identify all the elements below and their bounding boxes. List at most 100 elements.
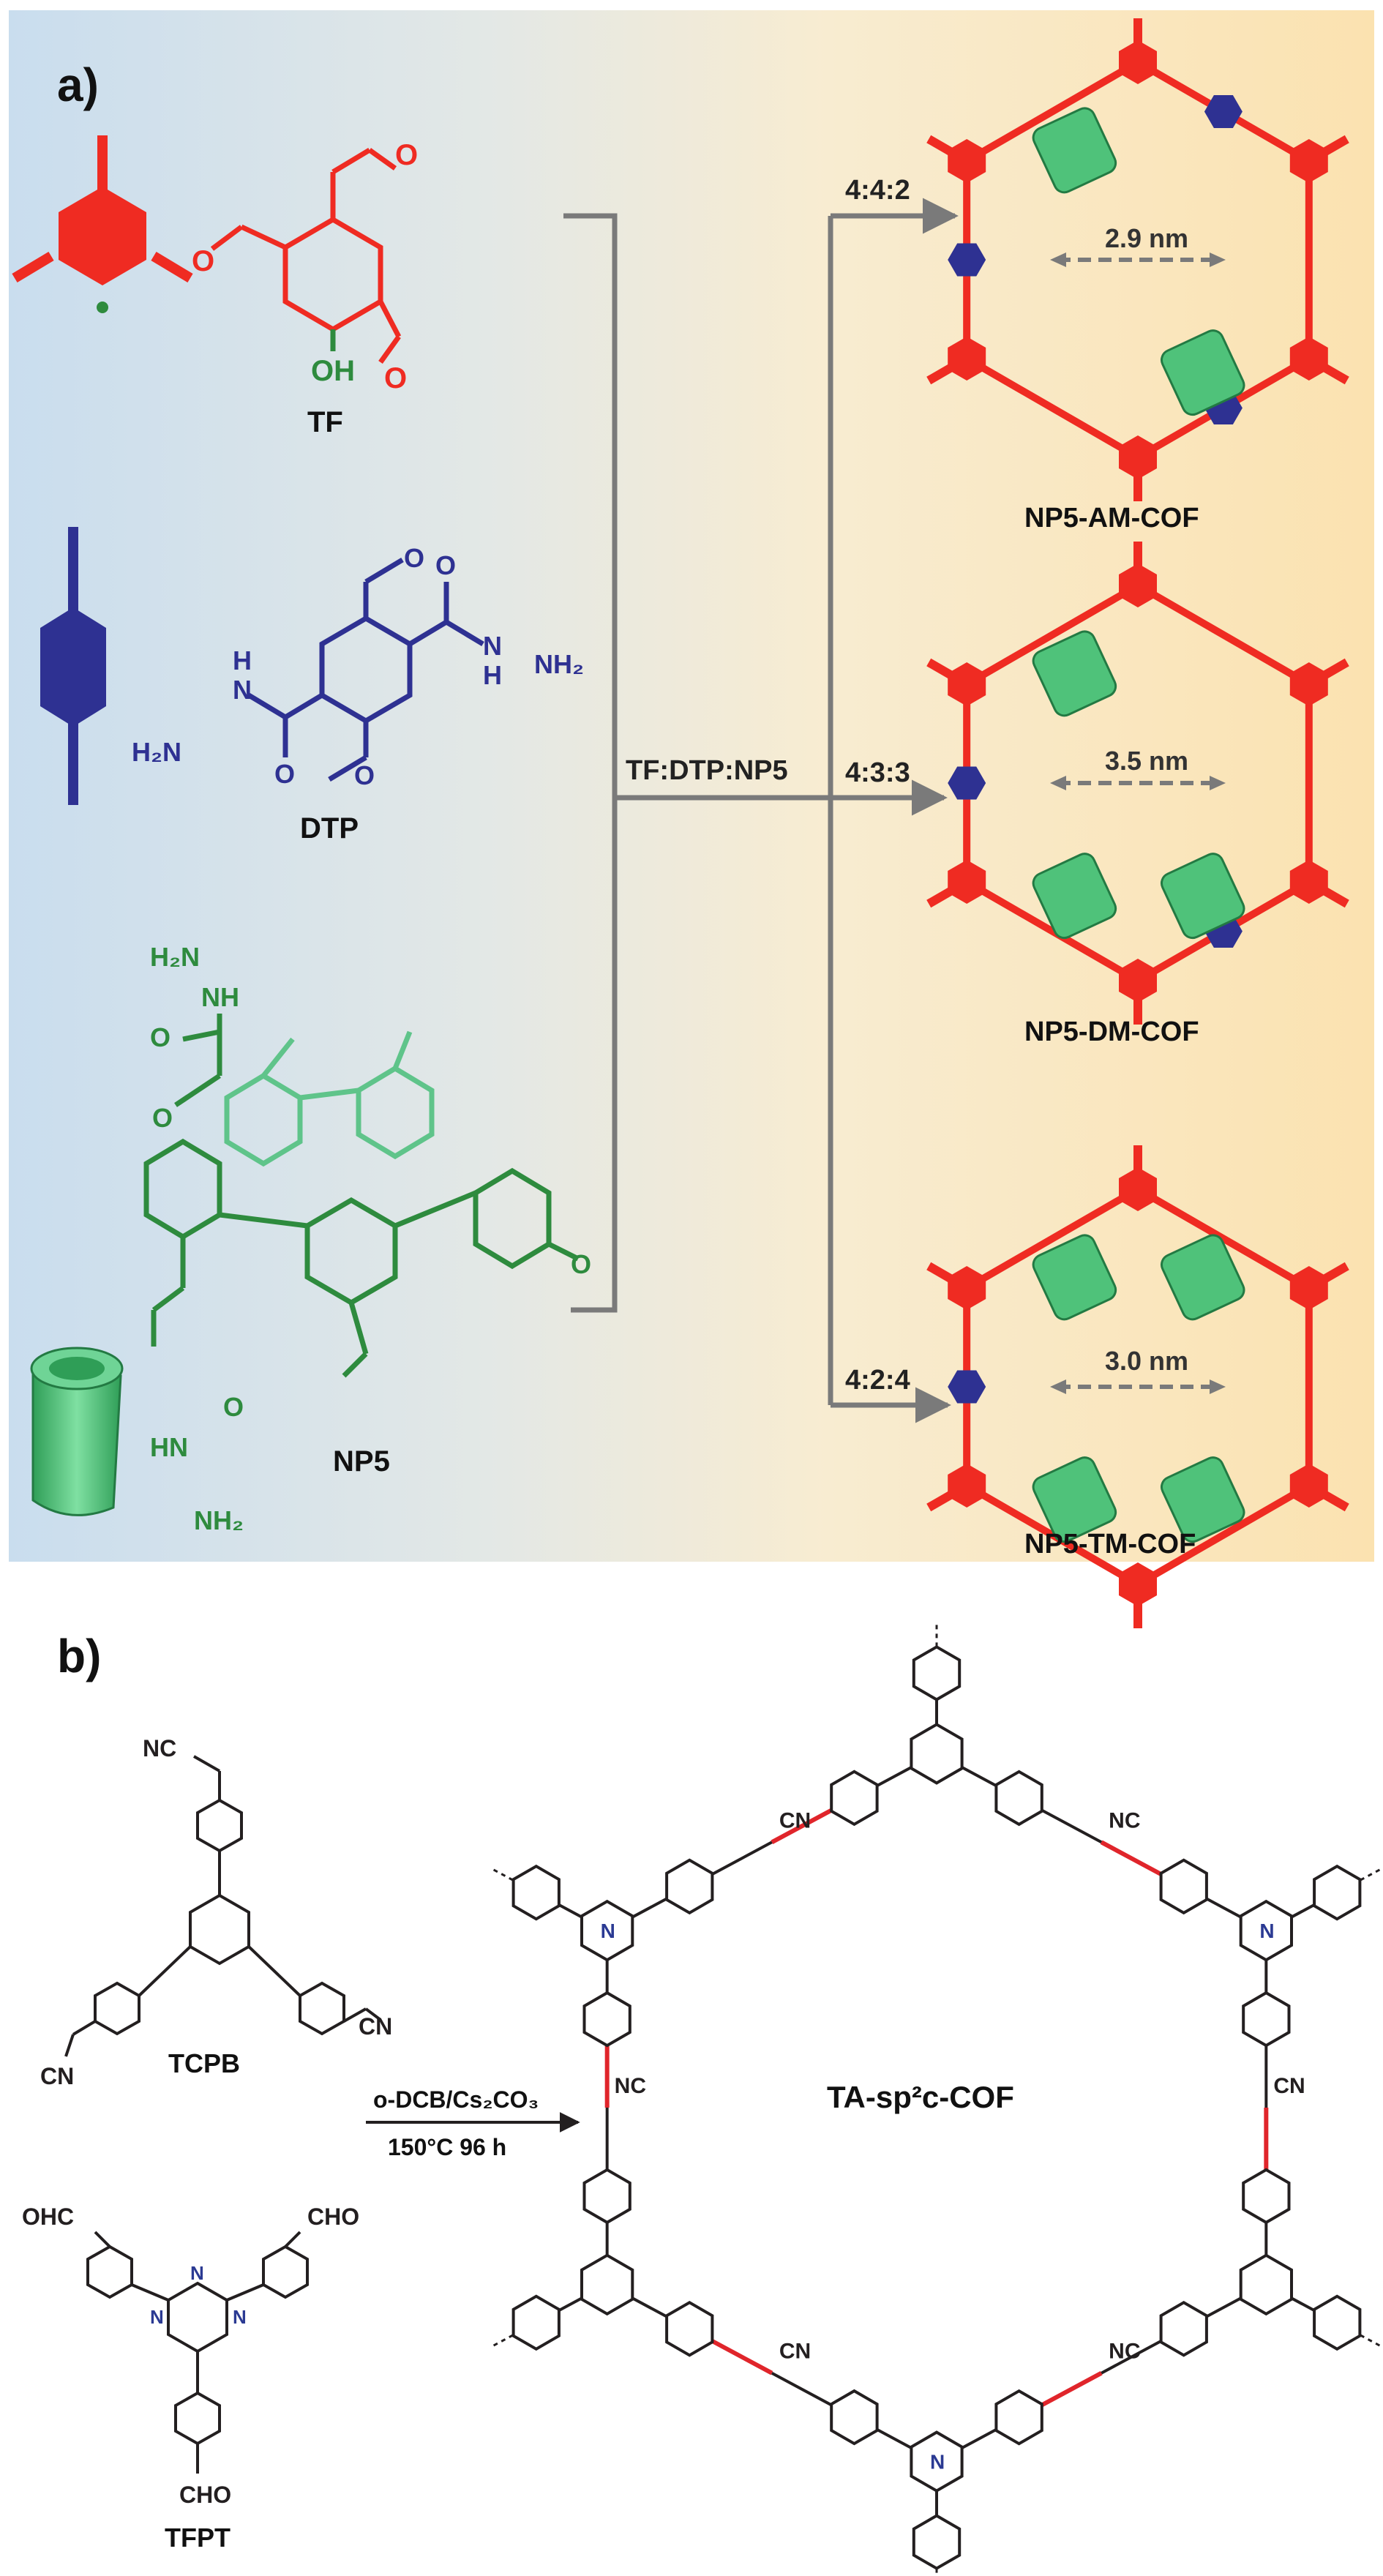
product-name: TA-sp²c-COF: [827, 2080, 1014, 2114]
triazine-n-label: N: [1259, 1920, 1274, 1942]
svg-text:O: O: [354, 760, 375, 790]
cof-edge: [1136, 1482, 1311, 1588]
cof-pore-2: 3.5 nm: [1105, 746, 1188, 776]
cof-node-red: [1119, 1562, 1157, 1606]
triazine-core: [910, 2430, 964, 2493]
cof-linker-blue: [948, 1370, 986, 1404]
phenyl-ring: [1242, 2168, 1291, 2225]
tf-monomer: O O O OH TF: [12, 135, 418, 438]
cof-np5-cylinder: [1032, 1456, 1117, 1543]
cyano-label: CN: [779, 2340, 811, 2364]
svg-text:O: O: [274, 759, 295, 789]
cof-node-red: [1289, 1464, 1328, 1508]
cof-linker-blue: [948, 243, 986, 277]
np5-back-rings: [224, 1030, 435, 1167]
np5-amine-top: H₂N: [150, 942, 200, 972]
tf-hydroxyl-marker: [97, 302, 108, 313]
tcpb-cn-left: CN: [40, 2063, 74, 2089]
svg-text:O: O: [384, 362, 407, 394]
cof-edge: [964, 1482, 1140, 1588]
cof-node-red: [1119, 435, 1157, 479]
cof-np5-dm: [926, 542, 1349, 1025]
np5-amine-bottom: NH₂: [194, 1505, 244, 1535]
cof-np5-cylinder: [1032, 1234, 1117, 1321]
tcpb-nc: NC: [143, 1735, 176, 1761]
np5-nh-top: NH: [201, 982, 239, 1012]
cof-np5-tm: [926, 1145, 1349, 1628]
panel-a: a) O O O OH: [9, 10, 1374, 1628]
cof-pore-arrowhead: [1050, 1379, 1066, 1394]
cof-np5-cylinder: [1032, 630, 1117, 717]
ratio-axis-label: TF:DTP:NP5: [626, 755, 788, 786]
phenyl-ring: [582, 2168, 631, 2225]
tfpt-cho-right: CHO: [307, 2204, 359, 2230]
phenyl-ring: [830, 2389, 879, 2446]
tf-hydroxyl-label: OH: [311, 355, 355, 387]
phenyl-ring: [1313, 2294, 1362, 2351]
panel-b-label: b): [57, 1630, 101, 1682]
dtp-name: DTP: [300, 812, 359, 845]
cof-np5-cylinder: [1032, 853, 1117, 940]
phenyl-ring: [912, 1645, 962, 1701]
cof-name-3: NP5-TM-COF: [1024, 1529, 1196, 1560]
cof-pore-arrowhead: [1210, 252, 1226, 267]
cof-np5-am: [926, 18, 1349, 501]
dtp-amine-right: NH₂: [534, 649, 584, 679]
np5-monomer: H₂N NH O O: [30, 942, 591, 1535]
phenyl-ring: [1242, 1991, 1291, 2048]
continuation-bond: [1360, 1867, 1383, 1882]
cof-node-red: [948, 662, 986, 706]
cof-node-red: [1289, 662, 1328, 706]
cof-node-red: [1289, 860, 1328, 904]
phenyl-ring: [1159, 1858, 1208, 1915]
cof-edge: [1136, 582, 1311, 688]
tfpt-cho-bottom: CHO: [179, 2482, 231, 2508]
continuation-bond: [490, 2334, 514, 2348]
svg-text:O: O: [395, 139, 418, 171]
benzene-core: [580, 2253, 634, 2316]
svg-text:O: O: [404, 543, 424, 573]
phenyl-ring: [665, 1858, 714, 1915]
triazine-n-label: N: [930, 2451, 945, 2474]
cof-np5-cylinder: [1160, 853, 1245, 940]
tcpb-cn-right: CN: [359, 2013, 392, 2040]
cyano-label: NC: [1109, 1808, 1140, 1832]
dtp-h-left: H: [233, 645, 252, 675]
cof-node-red: [948, 139, 986, 183]
ratio-label-3: 4:2:4: [845, 1365, 910, 1396]
cof-np5-cylinder: [1032, 107, 1117, 194]
cof-node-red: [948, 1266, 986, 1310]
cof-name-2: NP5-DM-COF: [1024, 1016, 1199, 1047]
svg-text:O: O: [192, 245, 214, 277]
cyano-label: CN: [779, 1808, 811, 1832]
np5-carbonyl-bottom: O: [223, 1392, 244, 1422]
triazine-n-label: N: [601, 1920, 615, 1942]
np5-ether-top: O: [152, 1103, 173, 1133]
svg-text:N: N: [233, 2306, 247, 2328]
np5-name: NP5: [333, 1445, 390, 1478]
phenyl-ring: [511, 2294, 561, 2351]
tfpt-name: TFPT: [165, 2523, 230, 2553]
dtp-monomer: O O O O N H NH₂ H N H₂N DTP: [40, 527, 584, 845]
cof-node-red: [948, 860, 986, 904]
dtp-amine-left: H₂N: [132, 737, 181, 767]
triazine-core: [580, 1899, 634, 1962]
cof-linker-blue: [948, 766, 986, 800]
dtp-nh-right: N: [483, 631, 502, 661]
tcpb-monomer: [64, 1755, 382, 2057]
cof-edge: [964, 878, 1140, 984]
cof-np5-cylinder: [1160, 329, 1245, 416]
tfpt-ohc: OHC: [22, 2204, 74, 2230]
tf-node-symbol: [12, 135, 193, 285]
continuation-bond: [490, 1867, 514, 1882]
cof-edge: [964, 1186, 1140, 1292]
dtp-node-symbol: [40, 527, 106, 805]
panel-a-background: [9, 10, 1374, 1562]
cof-pore-3: 3.0 nm: [1105, 1346, 1188, 1376]
svg-text:O: O: [435, 550, 456, 580]
svg-text:N: N: [150, 2306, 164, 2328]
cof-node-red: [1289, 1266, 1328, 1310]
cof-edge: [964, 582, 1140, 688]
phenyl-ring: [1159, 2300, 1208, 2357]
